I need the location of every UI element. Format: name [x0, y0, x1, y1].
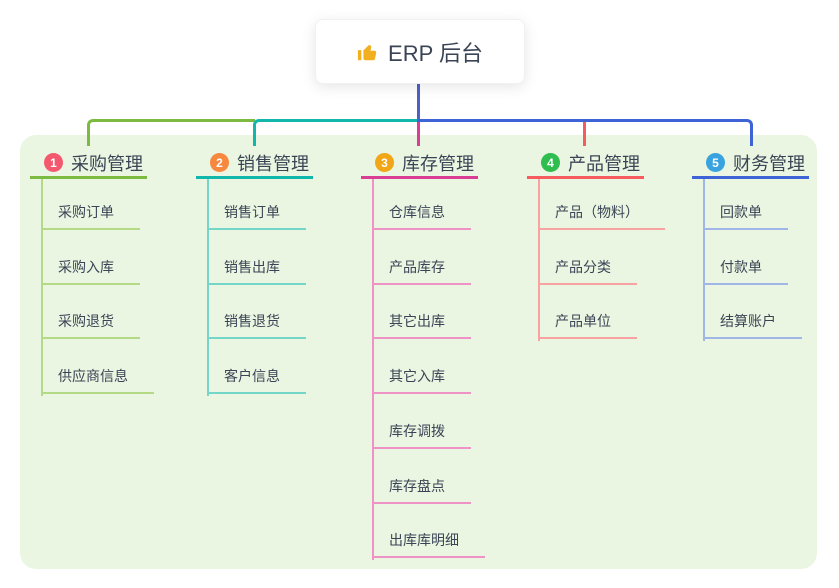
- branch4-connector-line: [583, 122, 586, 146]
- child-node[interactable]: 库存盘点: [372, 477, 471, 504]
- branch-children-line: [372, 179, 374, 561]
- branch-number-badge: 3: [375, 153, 394, 172]
- child-node[interactable]: 供应商信息: [41, 367, 154, 395]
- branch1-connector-line: [87, 119, 255, 146]
- branch-node[interactable]: 5 财务管理: [692, 149, 809, 179]
- root-node[interactable]: ERP 后台: [315, 19, 525, 84]
- branch-number-badge: 1: [44, 153, 63, 172]
- child-node[interactable]: 产品库存: [372, 258, 471, 285]
- child-node[interactable]: 销售出库: [207, 258, 306, 285]
- branch-children-line: [207, 179, 209, 397]
- branch-number-badge: 5: [706, 153, 725, 172]
- branch-number-badge: 4: [541, 153, 560, 172]
- branch5-connector-line: [417, 119, 753, 146]
- thumb-path: [357, 44, 377, 60]
- branch-node[interactable]: 1 采购管理: [30, 149, 147, 179]
- branch-children-line: [538, 179, 540, 342]
- child-node[interactable]: 采购退货: [41, 312, 140, 340]
- child-node[interactable]: 采购入库: [41, 258, 140, 285]
- child-node[interactable]: 产品单位: [538, 312, 637, 340]
- child-node[interactable]: 采购订单: [41, 203, 140, 230]
- branch2-connector-line: [253, 119, 420, 146]
- branch-children-line: [41, 179, 43, 397]
- trunk-line: [417, 82, 420, 121]
- branch-label: 销售管理: [237, 153, 309, 174]
- branch-node[interactable]: 3 库存管理: [361, 149, 478, 179]
- branch-node[interactable]: 2 销售管理: [196, 149, 313, 179]
- child-node[interactable]: 其它出库: [372, 312, 471, 340]
- branch-number-badge: 2: [210, 153, 229, 172]
- child-node[interactable]: 付款单: [703, 258, 788, 285]
- branch3-connector-line: [417, 122, 420, 146]
- branch-label: 库存管理: [402, 153, 474, 174]
- root-label: ERP 后台: [388, 40, 483, 66]
- child-node[interactable]: 产品（物料）: [538, 203, 665, 230]
- branch-node[interactable]: 4 产品管理: [527, 149, 644, 179]
- branch-label: 产品管理: [568, 153, 640, 174]
- child-node[interactable]: 结算账户: [703, 312, 802, 340]
- branch-children-line: [703, 179, 705, 342]
- child-node[interactable]: 客户信息: [207, 367, 306, 395]
- child-node[interactable]: 库存调拨: [372, 422, 471, 449]
- child-node[interactable]: 回款单: [703, 203, 788, 230]
- branch-label: 财务管理: [733, 153, 805, 174]
- child-node[interactable]: 产品分类: [538, 258, 637, 285]
- child-node[interactable]: 销售退货: [207, 312, 306, 340]
- child-node[interactable]: 销售订单: [207, 203, 306, 230]
- thumbs-up-icon: [357, 41, 379, 63]
- child-node[interactable]: 出库库明细: [372, 531, 485, 559]
- mindmap-panel: [20, 135, 817, 569]
- branch-label: 采购管理: [71, 153, 143, 174]
- child-node[interactable]: 其它入库: [372, 367, 471, 395]
- child-node[interactable]: 仓库信息: [372, 203, 471, 230]
